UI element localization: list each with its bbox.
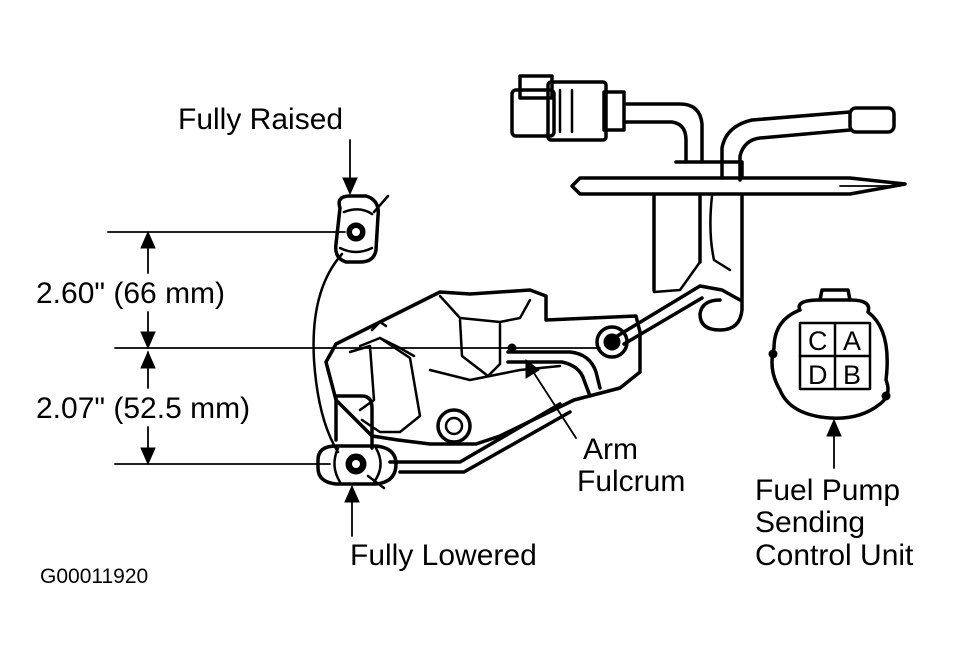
float-swing-arc <box>312 252 344 454</box>
float-lowered <box>316 444 398 490</box>
pin-b: B <box>843 360 861 390</box>
upper-dimension-label: 2.60" (66 mm) <box>36 277 225 310</box>
arm-fulcrum-label-line1: Arm <box>583 433 638 466</box>
pump-tube <box>652 194 744 332</box>
pin-d: D <box>808 360 828 390</box>
fully-raised-arrow <box>342 139 358 196</box>
sending-unit-connector: C A D B <box>768 288 891 420</box>
sender-housing <box>324 288 642 446</box>
figure-id: G00011920 <box>40 565 148 588</box>
pin-a: A <box>843 326 861 356</box>
unit-arrow <box>826 418 842 469</box>
arm-fulcrum-label-line2: Fulcrum <box>577 465 685 498</box>
fully-lowered-arrow <box>344 484 360 537</box>
float-raised <box>333 194 390 264</box>
unit-label-line1: Fuel Pump <box>755 474 900 507</box>
fuel-pipe <box>720 106 896 182</box>
fully-lowered-label: Fully Lowered <box>350 539 537 572</box>
flange-plate <box>570 160 907 196</box>
top-electrical-connector <box>510 74 704 164</box>
pin-c: C <box>808 326 828 356</box>
dimension-lines <box>107 230 601 466</box>
arm-fulcrum-arrow <box>525 358 577 439</box>
lower-dimension-label: 2.07" (52.5 mm) <box>36 392 250 425</box>
fully-raised-label: Fully Raised <box>178 103 343 136</box>
unit-label-line2: Sending <box>755 506 865 539</box>
unit-label-line3: Control Unit <box>755 539 914 572</box>
